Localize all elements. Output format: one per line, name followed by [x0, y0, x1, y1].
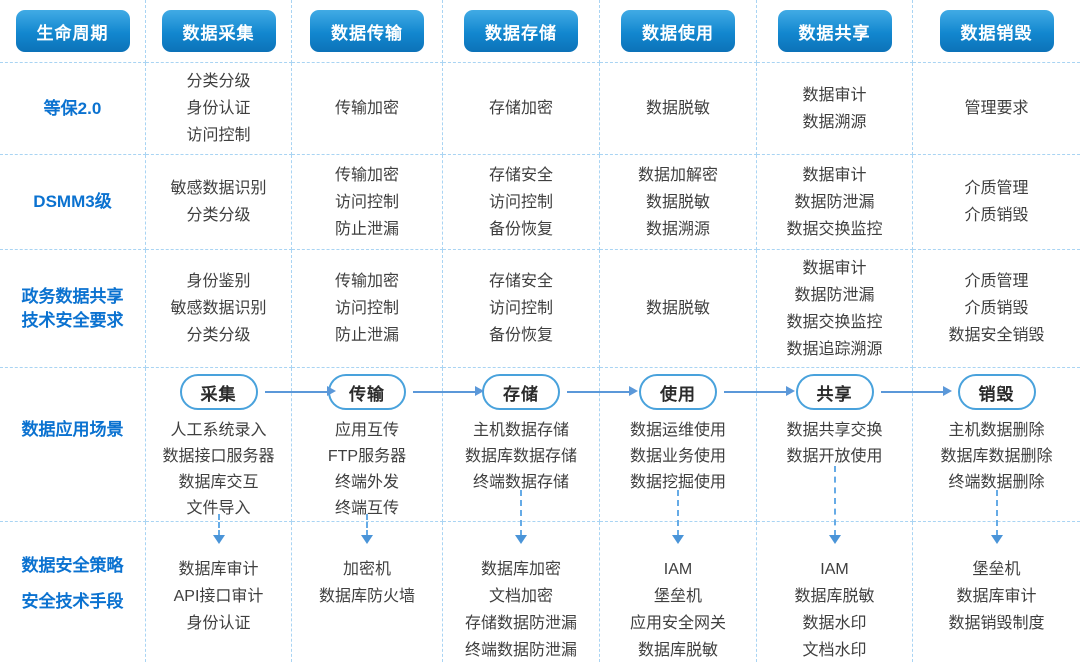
- badge-sharing: 共享: [795, 374, 874, 410]
- header-sharing: 数据共享: [777, 10, 892, 52]
- scenario-cell-destruction: 销毁 主机数据删除 数据库数据删除 终端数据删除: [913, 368, 1080, 522]
- matrix-cell: 数据脱敏: [600, 250, 757, 368]
- flow-arrow-icon: [567, 386, 638, 396]
- header-cell-sharing: 数据共享: [757, 0, 913, 63]
- header-usage: 数据使用: [621, 10, 735, 52]
- row-label-text: 等保2.0: [43, 98, 102, 118]
- header-collection: 数据采集: [161, 10, 276, 52]
- row-label-text: DSMM3级: [33, 192, 112, 211]
- matrix-cell: 数据脱敏: [600, 63, 757, 155]
- matrix-cell: 数据审计 数据防泄漏 数据交换监控 数据追踪溯源: [757, 250, 913, 368]
- row-label-text: 数据应用场景: [21, 419, 124, 439]
- header-lifecycle: 生命周期: [15, 10, 130, 52]
- down-arrow-icon: [672, 535, 684, 544]
- down-arrow-tail: [366, 514, 368, 536]
- row-label-level-protection: 等保2.0: [0, 63, 146, 155]
- matrix-cell: 管理要求: [913, 63, 1080, 155]
- matrix-cell: 存储安全 访问控制 备份恢复: [443, 155, 600, 250]
- flow-arrow-icon: [413, 386, 484, 396]
- matrix-cell: 分类分级 身份认证 访问控制: [146, 63, 292, 155]
- security-cell-transmission: 加密机 数据库防火墙: [292, 514, 443, 662]
- matrix-cell: 存储安全 访问控制 备份恢复: [443, 250, 600, 368]
- down-arrow-tail: [995, 490, 998, 536]
- down-arrow-tail: [833, 466, 836, 536]
- scenario-cell-transmission: 传输 应用互传 FTP服务器 终端外发 终端互传: [292, 368, 484, 522]
- row-label-text: 政务数据共享: [21, 286, 124, 306]
- header-cell-destruction: 数据销毁: [913, 0, 1080, 63]
- badge-storage: 存储: [482, 374, 560, 410]
- header-cell-collection: 数据采集: [146, 0, 292, 63]
- down-arrow-icon: [990, 535, 1003, 544]
- flow-arrow-icon: [880, 386, 952, 396]
- matrix-cell: 传输加密 访问控制 防止泄漏: [292, 250, 443, 368]
- matrix-cell: 数据审计 数据防泄漏 数据交换监控: [757, 155, 913, 250]
- security-cell-usage: IAM 堡垒机 应用安全网关 数据库脱敏: [600, 490, 757, 662]
- row-label-text: 数据安全策略: [21, 556, 124, 575]
- matrix-cell: 数据加解密 数据脱敏 数据溯源: [600, 155, 757, 250]
- badge-collection: 采集: [179, 374, 258, 410]
- badge-transmission: 传输: [328, 374, 406, 410]
- security-cell-destruction: 堡垒机 数据库审计 数据销毁制度: [913, 490, 1080, 662]
- badge-destruction: 销毁: [957, 374, 1036, 410]
- header-storage: 数据存储: [464, 10, 578, 52]
- down-arrow-icon: [212, 535, 225, 544]
- down-arrow-icon: [515, 535, 527, 544]
- scenario-cell-usage: 使用 数据运维使用 数据业务使用 数据挖掘使用: [600, 368, 795, 522]
- row-label-gov-data-sharing: 政务数据共享 技术安全要求: [0, 250, 146, 368]
- header-destruction: 数据销毁: [939, 10, 1054, 52]
- matrix-cell: 身份鉴别 敏感数据识别 分类分级: [146, 250, 292, 368]
- row-label-dsmm3: DSMM3级: [0, 155, 146, 250]
- header-cell-usage: 数据使用: [600, 0, 757, 63]
- security-cell-collection: 数据库审计 API接口审计 身份认证: [146, 514, 292, 662]
- matrix-cell: 介质管理 介质销毁 数据安全销毁: [913, 250, 1080, 368]
- security-cell-sharing: IAM 数据库脱敏 数据水印 文档水印: [757, 466, 913, 662]
- matrix-cell: 数据审计 数据溯源: [757, 63, 913, 155]
- matrix-cell: 介质管理 介质销毁: [913, 155, 1080, 250]
- flow-arrow-icon: [264, 386, 336, 396]
- down-arrow-icon: [361, 535, 373, 544]
- row-label-security-measures: 数据安全策略 安全技术手段: [0, 522, 146, 662]
- matrix-cell: 存储加密: [443, 63, 600, 155]
- row-label-text: 技术安全要求: [21, 310, 124, 330]
- flow-arrow-icon: [724, 386, 795, 396]
- down-arrow-icon: [828, 535, 841, 544]
- down-arrow-tail: [217, 514, 220, 536]
- down-arrow-tail: [520, 490, 522, 536]
- matrix-cell: 传输加密: [292, 63, 443, 155]
- badge-usage: 使用: [639, 374, 717, 410]
- header-transmission: 数据传输: [310, 10, 424, 52]
- security-cell-storage: 数据库加密 文档加密 存储数据防泄漏 终端数据防泄漏: [443, 490, 600, 662]
- row-label-application-scenarios: 数据应用场景: [0, 368, 146, 522]
- scenario-cell-sharing: 共享 数据共享交换 数据开放使用: [757, 368, 952, 522]
- matrix-cell: 传输加密 访问控制 防止泄漏: [292, 155, 443, 250]
- matrix-cell: 敏感数据识别 分类分级: [146, 155, 292, 250]
- scenario-cell-storage: 存储 主机数据存储 数据库数据存储 终端数据存储: [443, 368, 638, 522]
- scenario-cell-collection: 采集 人工系统录入 数据接口服务器 数据库交互 文件导入: [146, 368, 336, 522]
- header-cell-transmission: 数据传输: [292, 0, 443, 63]
- header-cell-lifecycle: 生命周期: [0, 0, 146, 63]
- row-label-text: 安全技术手段: [21, 592, 124, 611]
- down-arrow-tail: [677, 490, 679, 536]
- header-cell-storage: 数据存储: [443, 0, 600, 63]
